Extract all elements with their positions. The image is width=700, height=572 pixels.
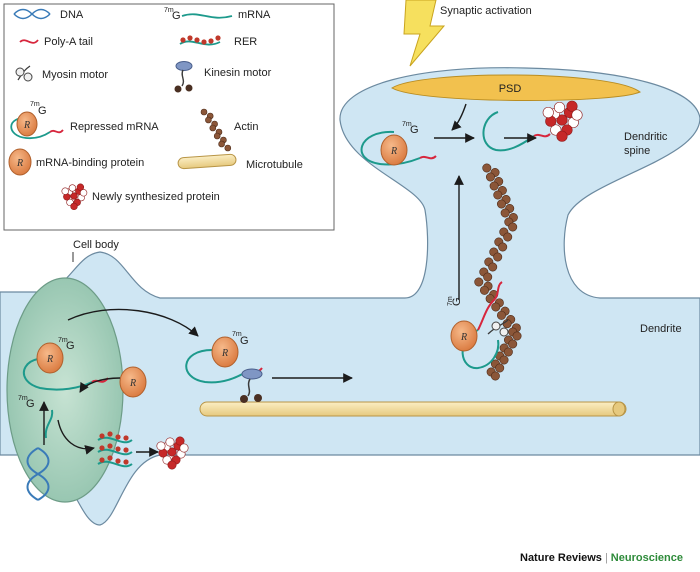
svg-text:R: R: [23, 120, 30, 131]
arrow-psd-signal: [451, 103, 467, 131]
legend-label-rer: RER: [234, 36, 257, 48]
dendrite-label: Dendrite: [640, 323, 682, 335]
cell-body-label: Cell body: [73, 239, 119, 251]
repressed-mrna-spine: R 7m G: [360, 121, 437, 166]
svg-text:7m: 7m: [402, 121, 412, 128]
dna-helix: [26, 447, 50, 501]
legend-label-poly-a: Poly-A tail: [44, 36, 93, 48]
repressed-mrna-spine-base: R 7m G: [447, 281, 503, 370]
arrow-nucleus-exit: [67, 308, 199, 337]
newly-synthesized-protein-spine: [542, 100, 583, 142]
credit-separator: |: [604, 552, 608, 564]
microtubule: [199, 401, 627, 417]
svg-text:R: R: [16, 158, 23, 169]
dendritic-spine-label: Dendritic: [624, 131, 668, 143]
microtubule-icon: [177, 153, 237, 170]
kinesin-motor-icon: [174, 61, 193, 93]
svg-text:G: G: [451, 297, 463, 306]
journal-name: Nature Reviews: [520, 552, 602, 564]
legend-label-mrna: mRNA: [238, 9, 271, 21]
mrna-icon: 7m G: [164, 7, 233, 22]
svg-text:G: G: [240, 335, 249, 347]
mrna-binding-protein-icon: R: [8, 148, 32, 176]
svg-text:7m: 7m: [164, 7, 174, 14]
legend-label-new-protein: Newly synthesized protein: [92, 191, 220, 203]
legend-label-kinesin: Kinesin motor: [204, 67, 272, 79]
repressed-mrna-transport: R 7m G: [185, 331, 263, 384]
legend-label-myosin: Myosin motor: [42, 69, 108, 81]
svg-text:R: R: [390, 146, 397, 157]
journal-section: Neuroscience: [610, 552, 683, 564]
svg-text:G: G: [66, 340, 75, 352]
kinesin-motor: [240, 368, 263, 403]
myosin-motor-icon: [15, 65, 33, 82]
arrow-protein-to-mrna: [79, 377, 121, 393]
svg-text:G: G: [172, 10, 181, 22]
svg-text:R: R: [221, 348, 228, 359]
cap-superscript: 7m: [18, 395, 28, 402]
legend-label-dna: DNA: [60, 9, 84, 21]
repressed-mrna-icon: R 7m G: [10, 101, 64, 140]
newly-synthesized-protein-soma: [156, 436, 189, 470]
journal-credit: Nature Reviews|Neuroscience: [520, 552, 683, 564]
psd: [391, 74, 641, 102]
newly-synthesized-protein-icon: [61, 183, 88, 211]
svg-text:R: R: [46, 354, 53, 365]
svg-text:G: G: [410, 124, 419, 136]
legend-label-repressed-mrna: Repressed mRNA: [70, 121, 159, 133]
synaptic-activation-label: Synaptic activation: [440, 5, 532, 17]
svg-text:7m: 7m: [232, 331, 242, 338]
myosin-motor: [487, 319, 509, 337]
svg-text:R: R: [460, 332, 467, 343]
poly-a-tail-icon: [19, 39, 39, 44]
svg-text:7m: 7m: [30, 101, 40, 108]
psd-label: PSD: [499, 83, 522, 95]
svg-text:7m: 7m: [447, 296, 454, 306]
legend-label-binding-protein: mRNA-binding protein: [36, 157, 144, 169]
repressed-mrna-nucleus: R 7m G: [22, 337, 109, 391]
rer: [97, 431, 133, 468]
arrow-to-rer: [57, 419, 95, 455]
mrna-binding-protein-free: R: [119, 366, 147, 398]
legend-label-microtubule: Microtubule: [246, 159, 303, 171]
actin-icon: [200, 108, 232, 152]
svg-text:G: G: [38, 105, 47, 117]
rer-icon: [179, 35, 221, 46]
actin-filament: [474, 163, 522, 381]
dendritic-spine-label-2: spine: [624, 145, 650, 157]
cap-letter: G: [26, 398, 35, 410]
dna-icon: [13, 8, 51, 20]
svg-text:R: R: [129, 378, 136, 389]
nascent-mrna: [44, 409, 54, 439]
lightning-icon: [403, 0, 446, 67]
svg-text:7m: 7m: [58, 337, 68, 344]
legend-box: [3, 3, 335, 231]
legend-label-actin: Actin: [234, 121, 258, 133]
